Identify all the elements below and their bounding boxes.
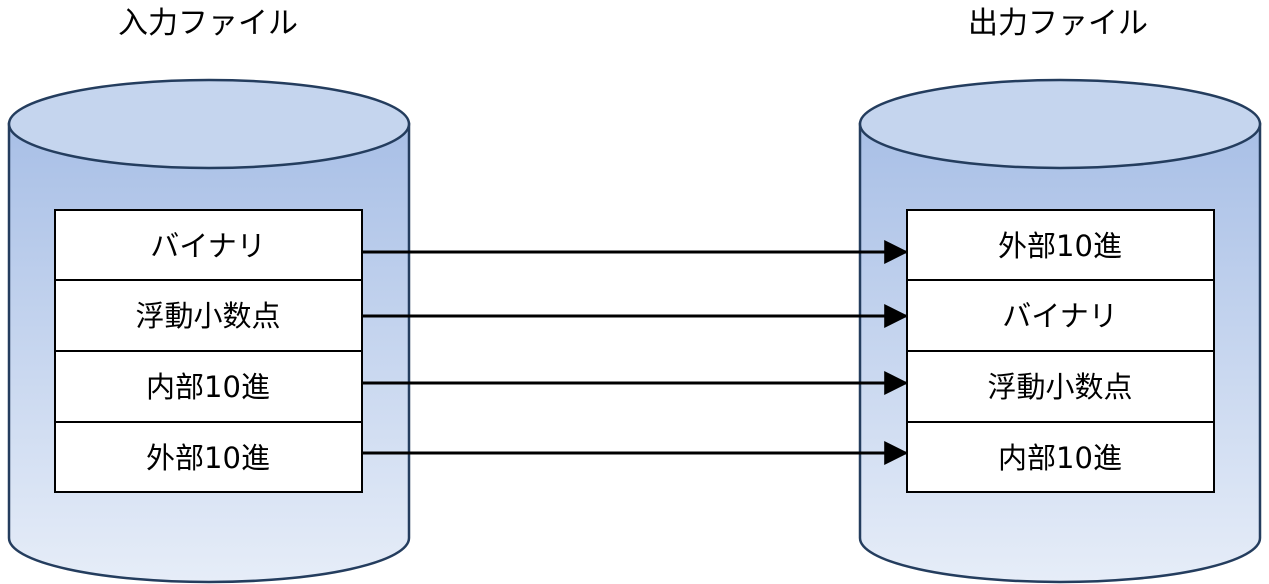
output-field-box — [906, 350, 1215, 423]
output-field-box — [906, 279, 1215, 352]
input-field-3: 内部10進 — [54, 350, 363, 423]
input-cylinder-top — [7, 78, 411, 170]
input-file-title: 入力ファイル — [118, 6, 298, 41]
input-field-label: 外部10進 — [146, 441, 270, 475]
output-field-4: 内部10進 — [906, 421, 1215, 493]
input-field-label: 内部10進 — [146, 370, 270, 404]
output-field-1: 外部10進 — [906, 209, 1215, 281]
output-field-label: バイナリ — [1002, 299, 1117, 333]
input-field-4: 外部10進 — [54, 421, 363, 493]
input-field-1: バイナリ — [54, 209, 363, 281]
input-field-label: バイナリ — [150, 229, 265, 263]
output-file-title: 出力ファイル — [968, 6, 1148, 41]
output-field-label: 外部10進 — [998, 229, 1122, 263]
conversion-arrows — [362, 240, 909, 465]
input-field-label: 浮動小数点 — [135, 299, 280, 333]
output-field-box — [906, 209, 1215, 281]
input-field-list: バイナリ 浮動小数点 内部10進 外部10進 — [54, 209, 363, 493]
input-field-box — [54, 350, 363, 423]
output-field-list: 外部10進 バイナリ 浮動小数点 内部10進 — [906, 209, 1215, 493]
output-field-label: 浮動小数点 — [987, 370, 1132, 404]
input-field-2: 浮動小数点 — [54, 279, 363, 352]
input-field-box — [54, 209, 363, 281]
output-field-3: 浮動小数点 — [906, 350, 1215, 423]
output-field-label: 内部10進 — [998, 441, 1122, 475]
input-field-box — [54, 421, 363, 493]
output-cylinder-top — [858, 78, 1262, 170]
input-field-box — [54, 279, 363, 352]
output-field-2: バイナリ — [906, 279, 1215, 352]
